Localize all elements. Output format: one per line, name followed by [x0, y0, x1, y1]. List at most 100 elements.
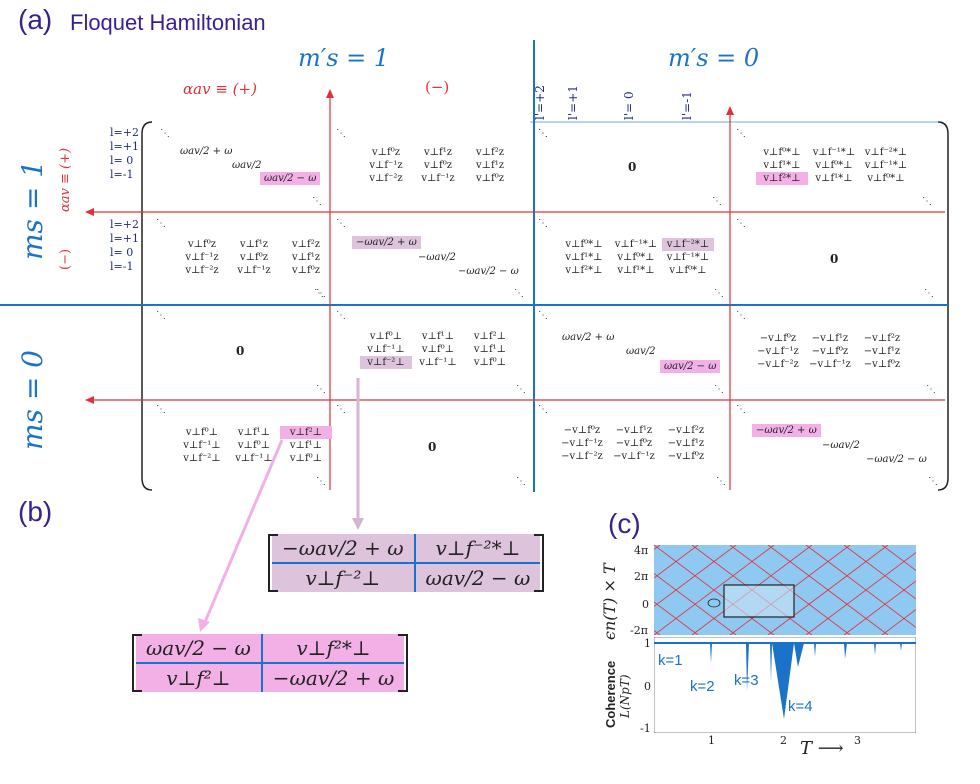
top-ytick-0: 0: [642, 598, 649, 611]
k-label-4: k=4: [788, 698, 813, 715]
matrix-pink-12: v⊥f²*⊥: [261, 634, 405, 664]
zero-r1c3: 0: [628, 160, 637, 174]
block-vperp-conj-r1c4: v⊥f⁰*⊥v⊥f⁻¹*⊥v⊥f⁻²*⊥ v⊥f¹*⊥v⊥f⁰*⊥v⊥f⁻¹*⊥…: [756, 146, 912, 185]
svg-text:⋱: ⋱: [312, 196, 322, 207]
quasienergy-line: [767, 545, 889, 635]
svg-text:⋱: ⋱: [538, 310, 548, 321]
svg-text:⋱: ⋱: [712, 196, 722, 207]
quasienergy-line: [843, 580, 916, 635]
svg-text:⋱: ⋱: [714, 288, 724, 299]
l-index: l=+1: [110, 140, 139, 153]
top-ytick-m2pi: -2π: [630, 624, 648, 637]
matrix-purple-11: −ωav/2 + ω: [272, 534, 416, 564]
zero-r4c2: 0: [428, 440, 437, 454]
svg-text:⋱: ⋱: [538, 128, 548, 139]
block-vperp-r4c1: v⊥f⁰⊥v⊥f¹⊥v⊥f²⊥ v⊥f⁻¹⊥v⊥f⁰⊥v⊥f¹⊥ v⊥f⁻²⊥v…: [176, 426, 332, 465]
k-label-2: k=2: [690, 678, 715, 695]
xtick-1: 1: [708, 734, 715, 747]
alpha-plus-col: αav ≡ (+): [183, 80, 257, 98]
diag-pp-2: ωav/2: [232, 160, 262, 171]
block-vperp-conj-r2c3: v⊥f⁰*⊥v⊥f⁻¹*⊥v⊥f⁻²*⊥ v⊥f¹*⊥v⊥f⁰*⊥v⊥f⁻¹*⊥…: [558, 238, 714, 277]
xtick-3: 3: [854, 734, 861, 747]
k-label-3: k=3: [734, 672, 759, 689]
svg-text:⋱: ⋱: [538, 128, 548, 139]
col-header-ms1: m′s = 1: [298, 44, 390, 72]
l-index: l=-1: [110, 168, 134, 181]
quasienergy-line: [654, 545, 775, 635]
zero-r3c1: 0: [236, 344, 245, 358]
block-neg-vz-r3c4: −v⊥f⁰z−v⊥f¹z−v⊥f²z −v⊥f⁻¹z−v⊥f⁰z−v⊥f¹z −…: [757, 333, 901, 370]
panel-c-bottom-ylabel-math: L(NpT): [618, 674, 632, 718]
diag-mm-3: −ωav/2 − ω: [458, 266, 519, 277]
l-index: l=+1: [110, 232, 139, 245]
svg-text:⋱: ⋱: [736, 218, 746, 229]
diag-mm-1: −ωav/2 + ω: [352, 236, 421, 249]
l-index: l=-1: [110, 260, 134, 273]
matrix-pink: ωav/2 − ω v⊥f²*⊥ v⊥f²⊥ −ωav/2 + ω: [132, 634, 409, 692]
svg-text:⋱: ⋱: [924, 288, 934, 299]
svg-text:⋱: ⋱: [516, 384, 526, 395]
top-ytick-4pi: 4π: [634, 544, 649, 557]
svg-text:⋱: ⋱: [316, 384, 326, 395]
diag-pp-r3-1: ωav/2 + ω: [562, 332, 615, 343]
svg-text:⋱: ⋱: [736, 404, 746, 415]
svg-text:⋱: ⋱: [336, 218, 346, 229]
diag-mm-2: −ωav/2: [418, 252, 456, 263]
diag-mm-r4-3: −ωav/2 − ω: [866, 454, 927, 465]
svg-text:⋱: ⋱: [160, 128, 170, 139]
svg-text:⋱: ⋱: [716, 476, 726, 487]
quasienergy-line: [805, 552, 916, 635]
svg-text:⋱: ⋱: [538, 404, 548, 415]
matrix-pink-22: −ωav/2 + ω: [272, 666, 395, 690]
svg-text:⋱: ⋱: [736, 128, 746, 139]
svg-text:⋱: ⋱: [336, 128, 346, 139]
svg-text:⋱: ⋱: [922, 196, 932, 207]
coherence-plot: [654, 637, 916, 733]
diag-pp-3: ωav/2 − ω: [260, 172, 321, 185]
l-index: l= 0: [110, 154, 134, 167]
svg-text:⋱: ⋱: [156, 404, 166, 415]
xtick-2: 2: [780, 734, 787, 747]
diag-pp-r3-3: ωav/2 − ω: [660, 360, 721, 373]
block-vperp-r3c2: v⊥f⁰⊥v⊥f¹⊥v⊥f²⊥ v⊥f⁻¹⊥v⊥f⁰⊥v⊥f¹⊥ v⊥f⁻²⊥v…: [360, 330, 516, 369]
svg-text:⋱: ⋱: [316, 476, 326, 487]
diag-mm-r4-2: −ωav/2: [822, 440, 860, 451]
panel-a-label: (a): [18, 4, 53, 35]
l-indices-second: l=+2 l=+1 l= 0 l=-1: [110, 218, 139, 274]
quasienergy-plot: [654, 545, 916, 635]
panel-c-bottom-ylabel: Coherence: [600, 661, 619, 728]
svg-text:⋱: ⋱: [156, 218, 166, 229]
bottom-ytick-1: 1: [644, 637, 651, 650]
col-header-ms0: m′s = 0: [668, 44, 760, 72]
panel-c-label: (c): [608, 508, 641, 539]
svg-text:⋱: ⋱: [514, 288, 524, 299]
block-neg-vz-r4c3: −v⊥f⁰z−v⊥f¹z−v⊥f²z −v⊥f⁻¹z−v⊥f⁰z−v⊥f¹z −…: [561, 425, 705, 462]
matrix-purple-21: v⊥f⁻²⊥: [272, 563, 416, 592]
matrix-purple: −ωav/2 + ω v⊥f⁻²*⊥ v⊥f⁻²⊥ ωav/2 − ω: [268, 534, 545, 592]
l-index: l=+2: [110, 218, 139, 231]
svg-text:⋱: ⋱: [336, 404, 346, 415]
svg-text:⋱: ⋱: [538, 218, 548, 229]
matrix-purple-22: ωav/2 − ω: [425, 566, 531, 590]
alpha-minus-col: (−): [425, 78, 450, 96]
panel-c-top-ylabel: ϵn(T) × T: [600, 563, 619, 640]
quasienergy-line: [654, 601, 699, 635]
svg-text:⋱: ⋱: [928, 476, 938, 487]
quasienergy-line: [654, 545, 737, 607]
bottom-ytick-m1: -1: [640, 722, 651, 735]
panel-b-label: (b): [18, 496, 53, 527]
zero-r2c4: 0: [830, 252, 839, 266]
l-index: l= 0: [110, 246, 134, 259]
svg-text:⋱: ⋱: [926, 384, 936, 395]
diag-pp-r3-2: ωav/2: [626, 346, 656, 357]
matrix-pink-11: ωav/2 − ω: [136, 634, 263, 664]
top-ytick-2pi: 2π: [634, 570, 649, 583]
svg-text:⋱: ⋱: [714, 384, 724, 395]
k-label-1: k=1: [658, 652, 683, 669]
svg-text:⋱: ⋱: [314, 288, 324, 299]
diag-mm-r4-1: −ωav/2 + ω: [752, 424, 821, 437]
diag-pp-1: ωav/2 + ω: [180, 146, 233, 157]
